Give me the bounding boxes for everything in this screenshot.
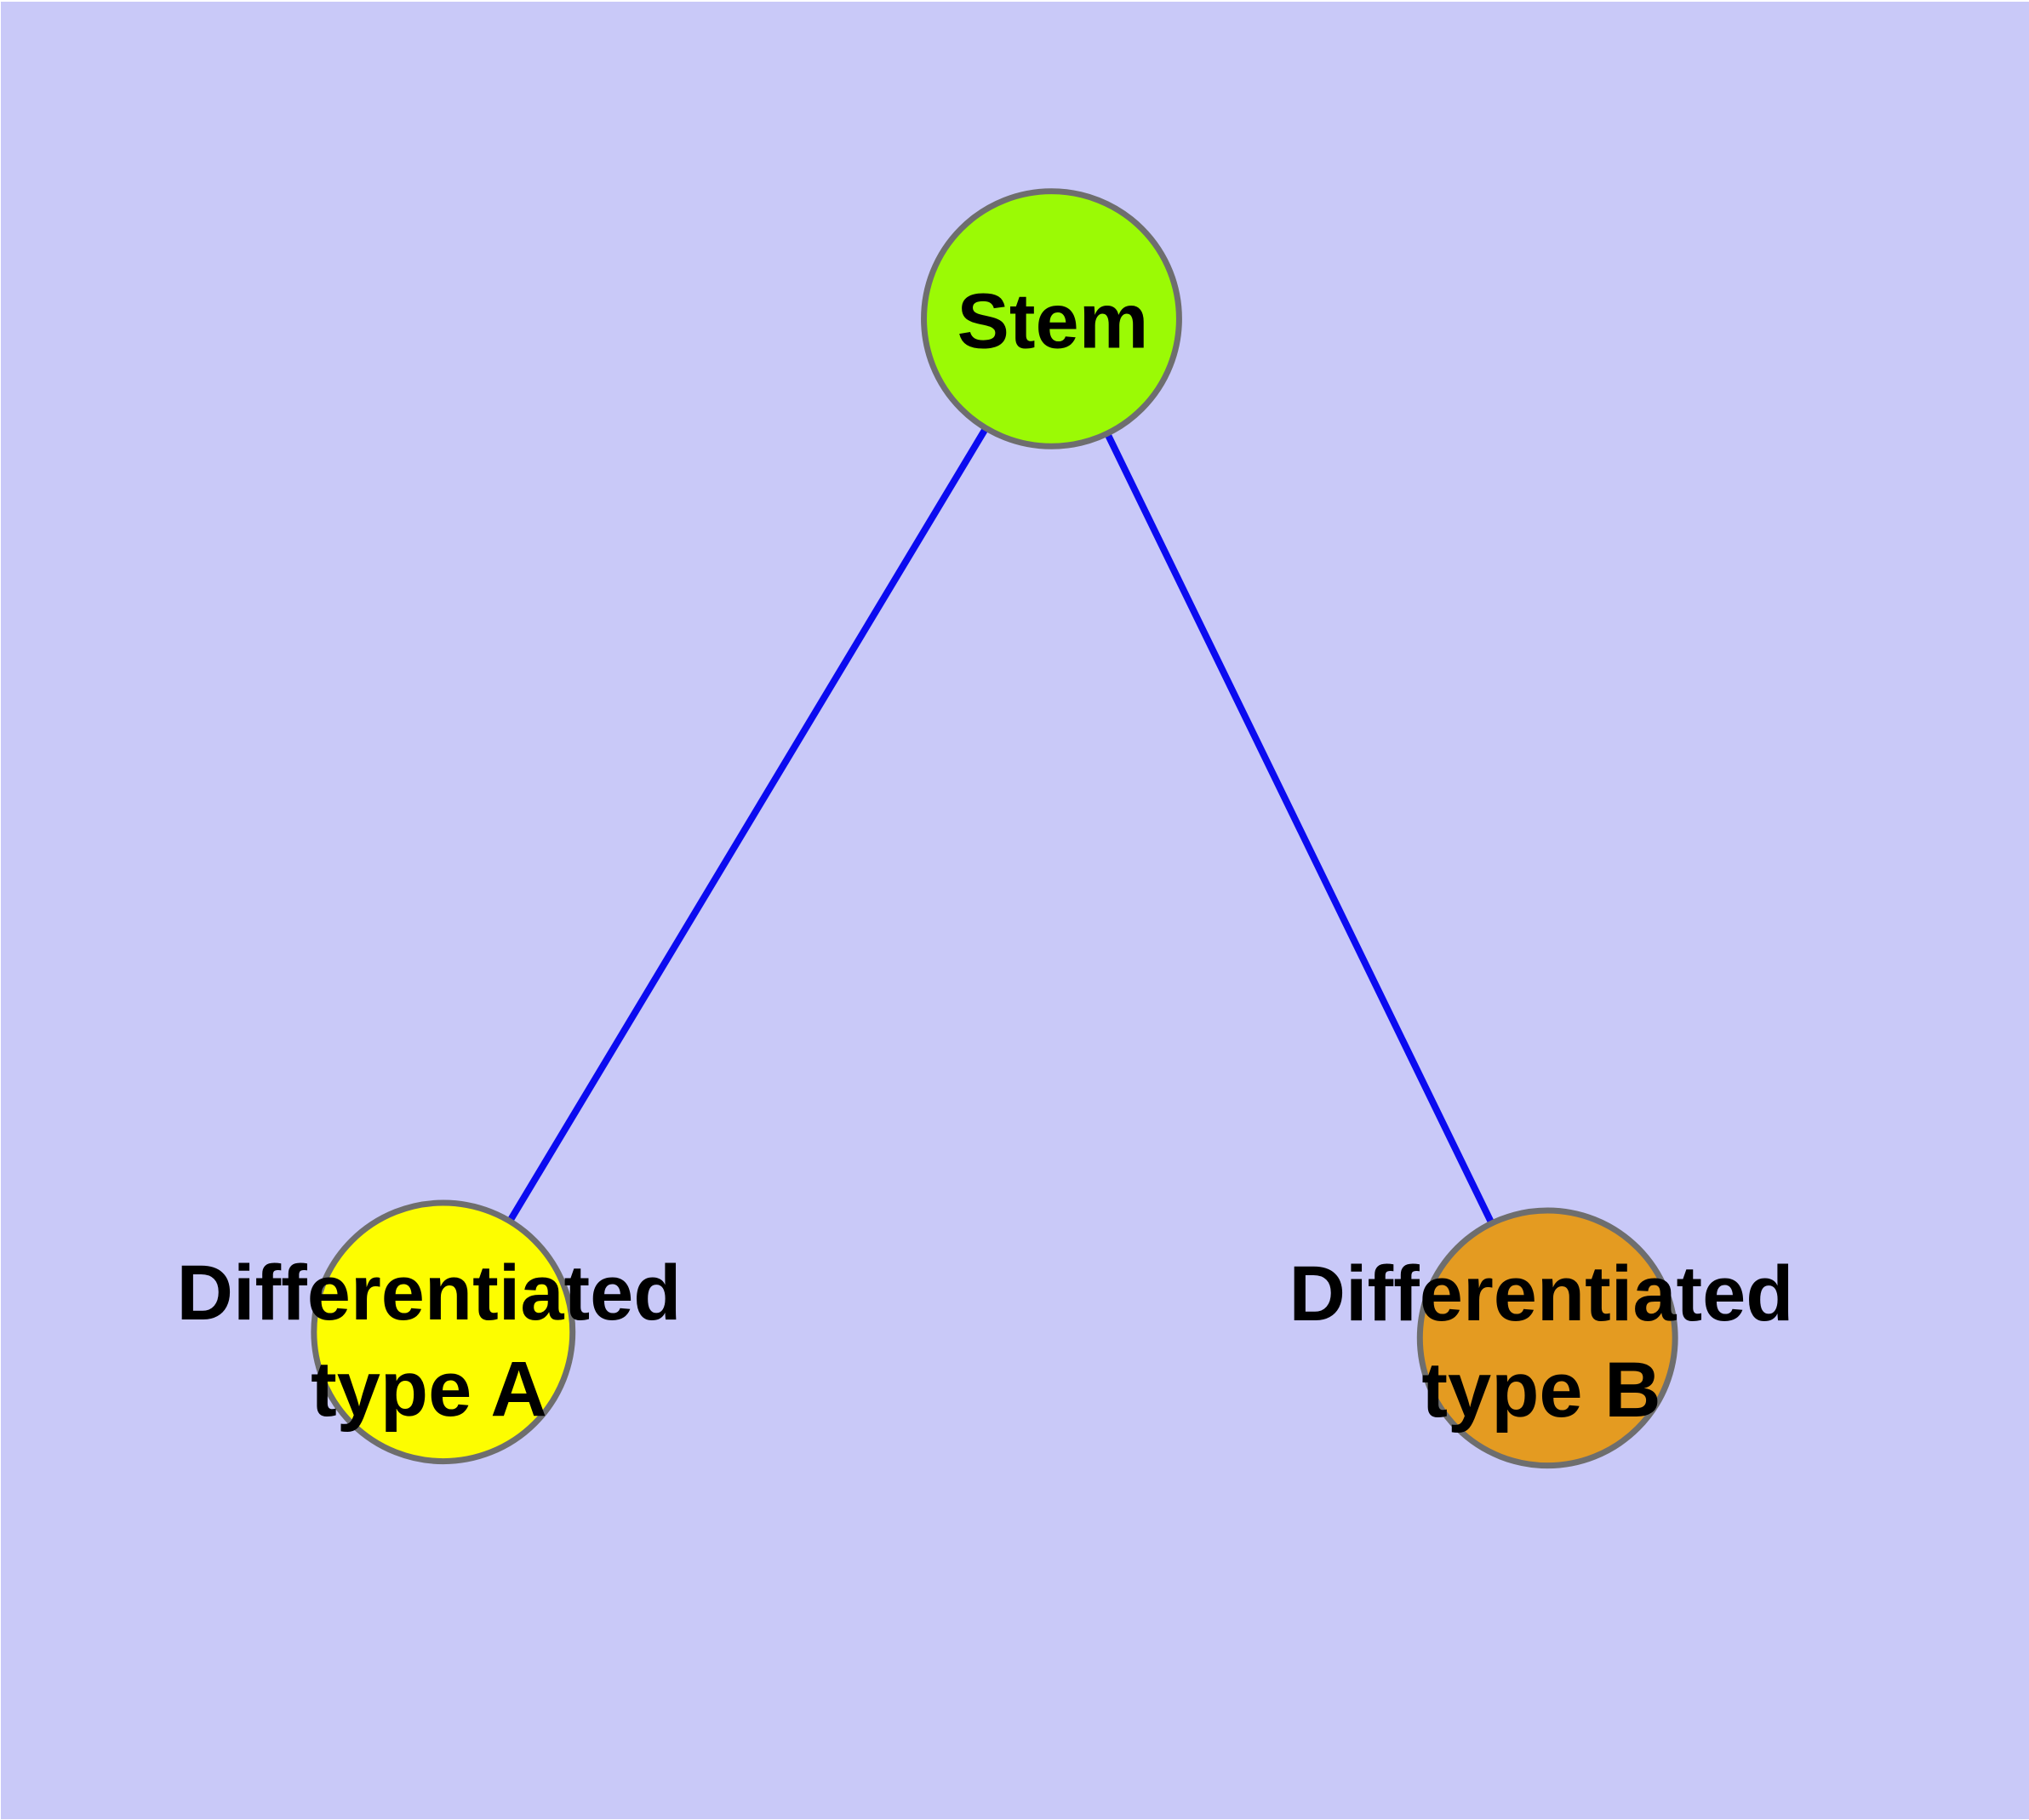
type-b-node-label-line1: Differentiated — [1289, 1251, 1794, 1337]
type-b-node-circle — [1416, 1207, 1678, 1469]
type-b-node-label: Differentiated type B — [1289, 1246, 1794, 1439]
type-a-node-label-line1: Differentiated — [176, 1250, 682, 1336]
type-a-node-label: Differentiated type A — [177, 1245, 682, 1438]
stem-node-label-text: Stem — [957, 278, 1149, 365]
type-a-node-circle — [311, 1199, 576, 1465]
type-a-node-label-line2: type A — [311, 1346, 547, 1433]
edge-stem-to-type-a — [440, 317, 1055, 1334]
stem-node-circle — [921, 188, 1182, 449]
edge-stem-to-type-b — [1048, 317, 1551, 1340]
stem-node-label: Stem — [957, 274, 1149, 370]
type-b-node-label-line2: type B — [1421, 1347, 1661, 1434]
